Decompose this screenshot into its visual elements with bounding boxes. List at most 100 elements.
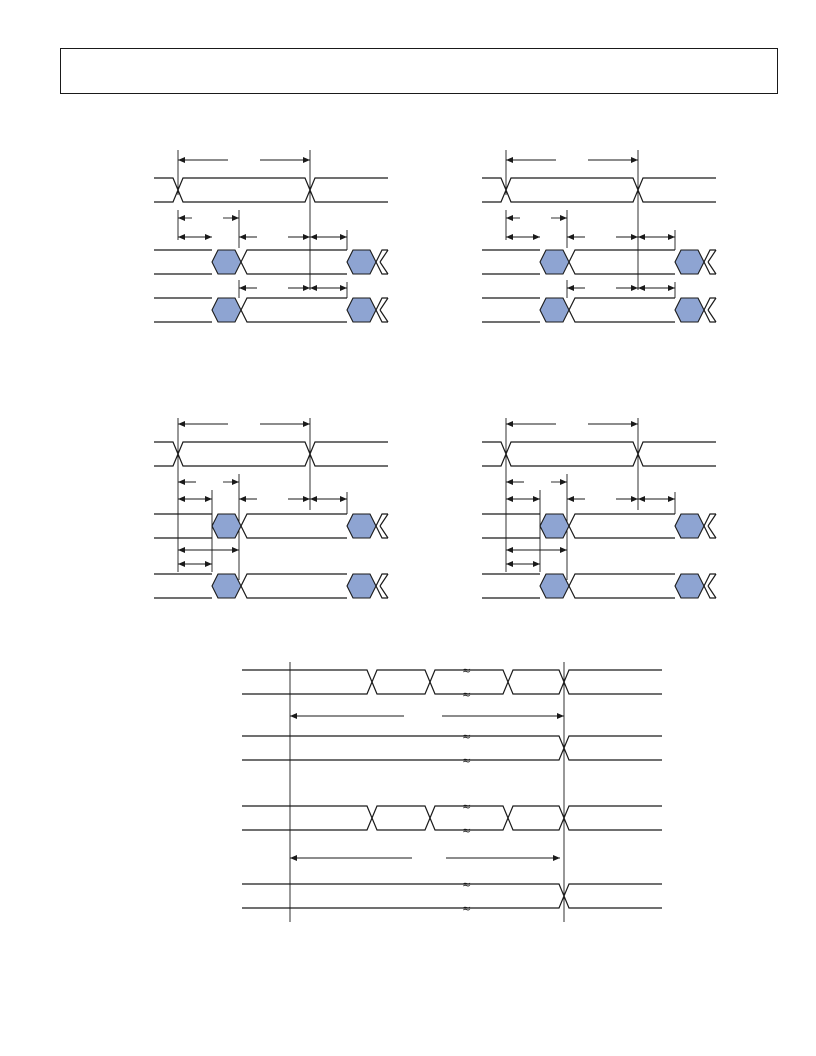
data-transition-window: [211, 249, 242, 275]
arrow-head: [178, 157, 185, 163]
arrow-head: [506, 421, 513, 427]
data-transition-window: [674, 297, 705, 323]
data-trace-tail: [707, 513, 717, 539]
data-trace: [154, 261, 388, 275]
data-transition-window: [211, 297, 242, 323]
arrow-head: [668, 285, 675, 291]
clock-trace: [154, 441, 388, 467]
data-trace-tail: [707, 249, 717, 275]
break-mark: ≈: [462, 824, 471, 837]
data-trace-tail: [379, 573, 389, 599]
data-transition-window: [539, 573, 570, 599]
arrow-head: [310, 496, 317, 502]
clock-trace: [482, 441, 716, 467]
arrow-head: [506, 234, 513, 240]
clock-trace: [154, 441, 388, 467]
arrow-head: [553, 855, 560, 861]
arrow-head: [567, 496, 574, 502]
arrow-head: [506, 157, 513, 163]
arrow-head: [631, 496, 638, 502]
arrow-head: [638, 234, 645, 240]
clock-trace: [482, 177, 716, 203]
clock-trace: [154, 177, 388, 203]
arrow-head: [303, 285, 310, 291]
arrow-head: [340, 285, 347, 291]
data-transition-window: [539, 297, 570, 323]
data-trace-tail: [379, 513, 389, 539]
arrow-head: [239, 285, 246, 291]
arrow-head: [178, 421, 185, 427]
arrow-head: [506, 215, 513, 221]
arrow-head: [340, 234, 347, 240]
bus-trace: [242, 805, 662, 831]
data-trace: [482, 261, 716, 275]
data-transition-window: [539, 249, 570, 275]
break-mark: ≈: [462, 800, 471, 813]
arrow-head: [310, 285, 317, 291]
clock-trace: [482, 177, 716, 203]
signal-trace: [242, 735, 662, 761]
arrow-head: [631, 234, 638, 240]
arrow-head: [557, 713, 564, 719]
data-trace: [482, 525, 716, 539]
break-mark: ≈: [462, 688, 471, 701]
data-trace: [482, 513, 716, 527]
data-trace: [154, 249, 388, 263]
clock-trace: [154, 177, 388, 203]
clock-trace: [482, 441, 716, 467]
arrow-head: [178, 561, 185, 567]
break-mark: ≈: [462, 902, 471, 915]
arrow-head: [290, 713, 297, 719]
arrow-head: [205, 496, 212, 502]
arrow-head: [638, 496, 645, 502]
arrow-head: [178, 547, 185, 553]
arrow-head: [560, 479, 567, 485]
data-trace-tail: [707, 573, 717, 599]
arrow-head: [178, 479, 185, 485]
data-trace: [482, 573, 716, 587]
arrow-head: [178, 234, 185, 240]
arrow-head: [567, 285, 574, 291]
data-transition-window: [211, 573, 242, 599]
arrow-head: [310, 234, 317, 240]
break-mark: ≈: [462, 878, 471, 891]
arrow-head: [232, 479, 239, 485]
data-transition-window: [539, 513, 570, 539]
signal-trace: [242, 883, 662, 909]
arrow-head: [560, 215, 567, 221]
arrow-head: [340, 496, 347, 502]
timing-block-top-left: [154, 150, 389, 323]
arrow-head: [631, 285, 638, 291]
arrow-head: [232, 547, 239, 553]
arrow-head: [178, 496, 185, 502]
arrow-head: [533, 561, 540, 567]
data-trace: [154, 513, 388, 527]
timing-block-middle-left: [154, 418, 389, 599]
arrow-head: [506, 479, 513, 485]
data-transition-window: [674, 249, 705, 275]
data-trace: [482, 249, 716, 263]
arrow-head: [560, 547, 567, 553]
arrow-head: [178, 215, 185, 221]
arrow-head: [506, 547, 513, 553]
data-transition-window: [674, 573, 705, 599]
arrow-head: [303, 496, 310, 502]
data-trace-tail: [379, 297, 389, 323]
arrow-head: [506, 561, 513, 567]
arrow-head: [303, 157, 310, 163]
signal-trace: [242, 735, 662, 761]
data-trace: [482, 309, 716, 323]
arrow-head: [638, 285, 645, 291]
data-trace-tail: [707, 297, 717, 323]
data-transition-window: [211, 513, 242, 539]
arrow-head: [232, 215, 239, 221]
arrow-head: [506, 496, 513, 502]
timing-block-middle-right: [482, 418, 717, 599]
break-mark: ≈: [462, 664, 471, 677]
data-transition-window: [674, 513, 705, 539]
timing-block-bottom: ≈≈≈≈≈≈≈≈: [242, 662, 662, 922]
arrow-head: [567, 234, 574, 240]
arrow-head: [668, 234, 675, 240]
signal-trace: [242, 883, 662, 909]
bus-trace: [242, 805, 662, 831]
